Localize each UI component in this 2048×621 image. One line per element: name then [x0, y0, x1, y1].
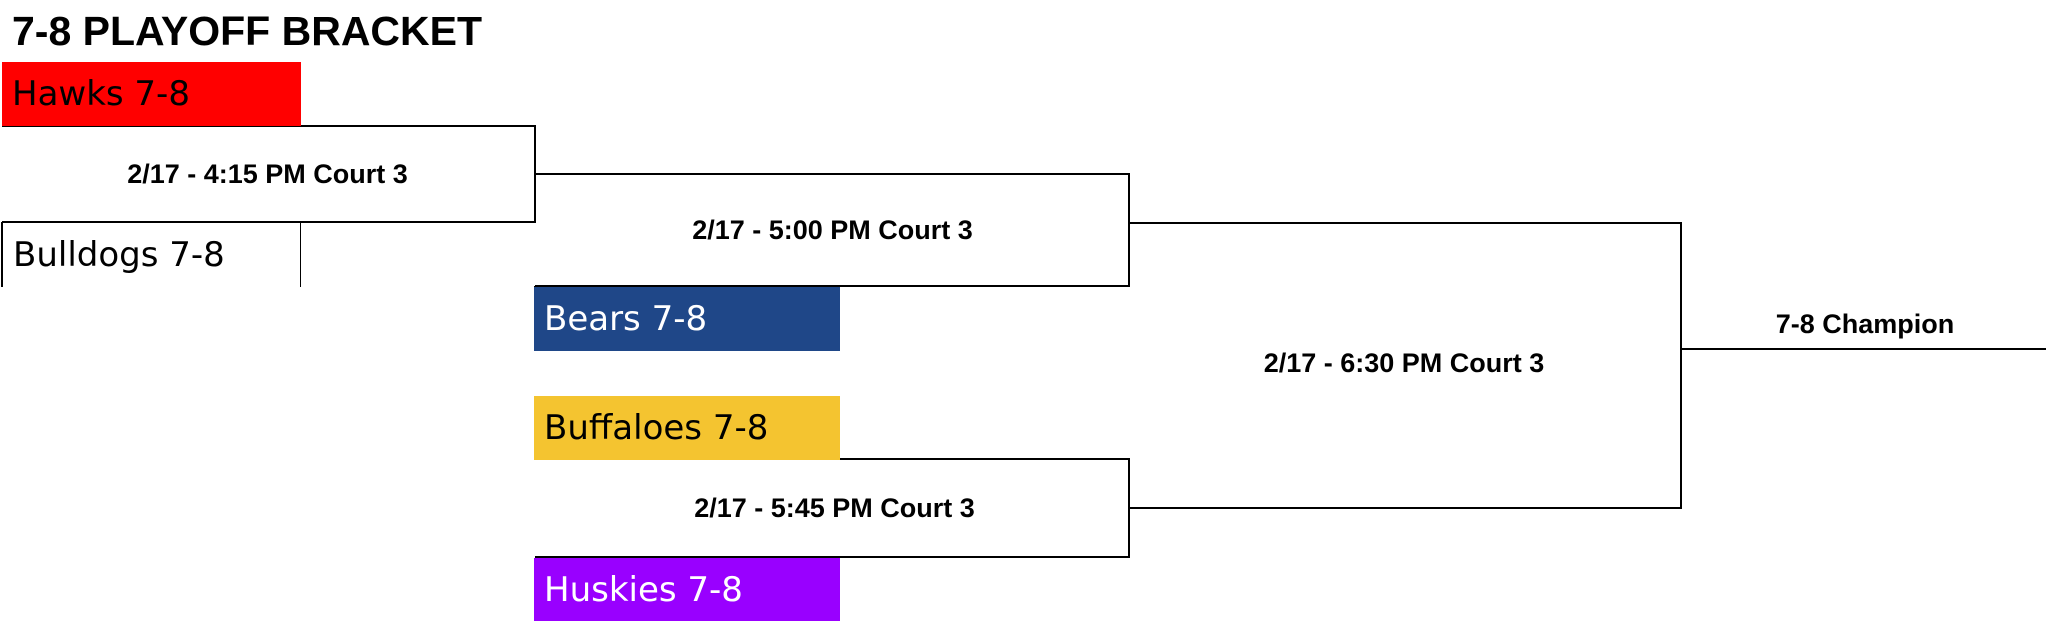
game1-schedule: 2/17 - 4:15 PM Court 3 — [127, 159, 408, 189]
champion-label: 7-8 Champion — [1775, 309, 1955, 339]
game2-schedule: 2/17 - 5:00 PM Court 3 — [692, 215, 973, 245]
bracket-line-final — [1129, 222, 1682, 509]
team-hawks: Hawks 7-8 — [2, 62, 301, 126]
team-huskies: Huskies 7-8 — [534, 558, 840, 621]
team-buffaloes: Buffaloes 7-8 — [534, 396, 840, 460]
game3-schedule: 2/17 - 5:45 PM Court 3 — [694, 493, 975, 523]
team-bears-label: Bears 7-8 — [544, 299, 708, 339]
team-bulldogs: Bulldogs 7-8 — [3, 223, 300, 287]
team-buffaloes-label: Buffaloes 7-8 — [544, 408, 769, 448]
team-huskies-label: Huskies 7-8 — [544, 569, 743, 610]
team-hawks-label: Hawks 7-8 — [12, 74, 190, 114]
page-title: 7-8 PLAYOFF BRACKET — [12, 8, 483, 54]
team-bulldogs-label: Bulldogs 7-8 — [13, 235, 225, 275]
final-schedule: 2/17 - 6:30 PM Court 3 — [1263, 348, 1545, 378]
team-bears: Bears 7-8 — [534, 287, 840, 351]
